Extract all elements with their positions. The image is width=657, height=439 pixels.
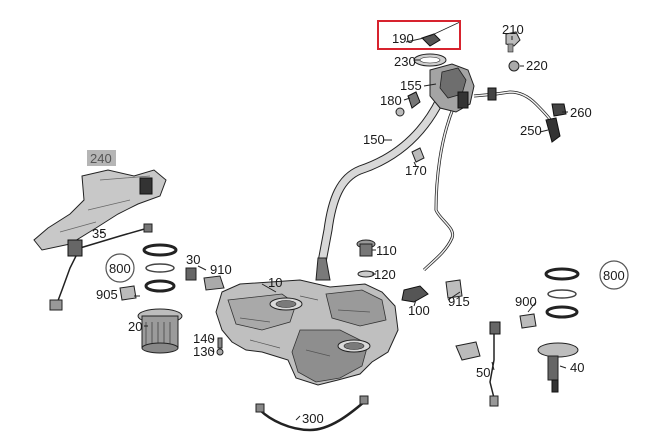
bolt-210: [505, 31, 521, 53]
cap-900: [519, 313, 537, 329]
callout-100: 100: [408, 303, 430, 318]
callout-155: 155: [400, 78, 422, 93]
callout-240-box: [87, 150, 116, 166]
leader-lines: [100, 36, 568, 421]
callout-910: 910: [210, 262, 232, 277]
sensor-180: [395, 91, 421, 117]
callout-250: 250: [520, 123, 542, 138]
pump-left-rings: [142, 243, 178, 293]
callout-30: 30: [186, 252, 200, 267]
filler-neck-housing: [429, 63, 561, 143]
callout-50: 50: [476, 365, 490, 380]
ring-120: [357, 270, 375, 278]
pump-right-rings: [544, 267, 580, 319]
fuel-pump-40: [537, 342, 579, 393]
clip-260: [551, 103, 567, 117]
bolt-140-130: [216, 337, 224, 356]
pressure-sensor-100: [401, 285, 429, 303]
heat-shield: [33, 169, 167, 251]
callout-900: 900: [515, 294, 537, 309]
callout-120: 120: [374, 267, 396, 282]
fuel-pump-20: [137, 308, 183, 354]
callout-800-right-ring: [599, 260, 629, 290]
connector-30: [185, 267, 197, 281]
callout-230: 230: [394, 54, 416, 69]
callout-915: 915: [448, 294, 470, 309]
callout-800-left-ring: [105, 253, 135, 283]
fuel-cap-190: [421, 21, 461, 47]
pump-110: [356, 239, 376, 257]
callout-170: 170: [405, 163, 427, 178]
bracket-800-right: [455, 341, 481, 361]
callout-300: 300: [302, 411, 324, 426]
callout-40: 40: [570, 360, 584, 375]
callout-260: 260: [570, 105, 592, 120]
cap-905: [119, 285, 137, 301]
callout-220: 220: [526, 58, 548, 73]
callout-10: 10: [268, 275, 282, 290]
callout-150: 150: [363, 132, 385, 147]
level-sender-35: [49, 223, 153, 311]
callout-20: 20: [128, 319, 142, 334]
callout-35: 35: [92, 226, 106, 241]
wire-harness-300: [255, 395, 369, 432]
callout-140: 140: [193, 331, 215, 346]
nut-220: [508, 60, 520, 72]
callout-800-left: 800: [109, 261, 131, 276]
callout-labels: 240 800 800 190 210 230 220 155 180 260 …: [87, 20, 629, 426]
filler-pipe: [315, 95, 456, 281]
callout-240: 240: [90, 151, 112, 166]
highlight-box-190: [377, 20, 461, 50]
callout-130: 130: [193, 344, 215, 359]
callout-905: 905: [96, 287, 118, 302]
callout-180: 180: [380, 93, 402, 108]
level-sender-50: [489, 321, 501, 407]
callout-190: 190: [392, 31, 414, 46]
callout-210: 210: [502, 22, 524, 37]
callout-800-right: 800: [603, 268, 625, 283]
callout-110: 110: [376, 243, 397, 258]
clip-170: [411, 147, 425, 163]
plug-910: [203, 275, 225, 291]
fuel-tank: [215, 279, 399, 386]
